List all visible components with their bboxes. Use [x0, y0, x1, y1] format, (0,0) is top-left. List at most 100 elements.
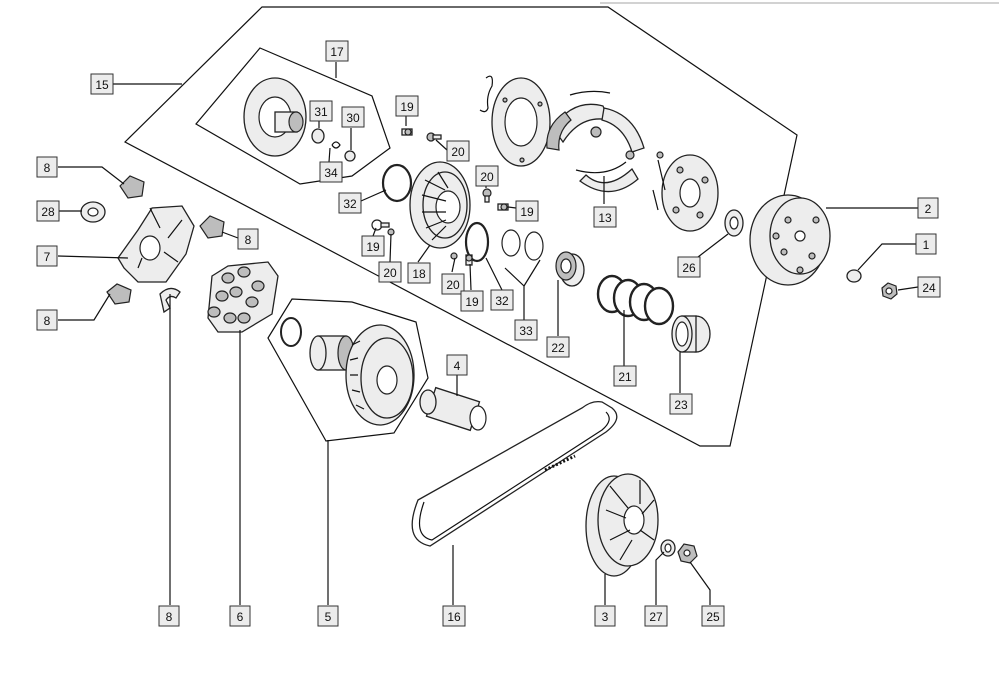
callout-box	[319, 161, 343, 183]
callout-l21: 21	[613, 365, 637, 387]
clutch-shoes	[546, 90, 645, 193]
callout-box	[460, 290, 484, 312]
callout-box	[701, 605, 725, 627]
clutch-bell	[749, 194, 831, 286]
callout-box	[317, 605, 339, 627]
callout-number: 28	[41, 205, 55, 219]
callout-box	[36, 200, 60, 222]
movable-pulley-5	[280, 317, 415, 426]
slider-8-mid	[199, 215, 225, 239]
callout-number: 27	[649, 610, 663, 624]
callout-number: 1	[923, 238, 930, 252]
roller-set-6	[207, 261, 279, 333]
callout-box	[594, 605, 616, 627]
callout-box	[378, 261, 402, 283]
callout-number: 5	[325, 610, 332, 624]
callout-box	[593, 206, 617, 228]
callout-l23: 23	[669, 393, 693, 415]
pin-19-middle	[465, 254, 473, 266]
callout-box	[613, 365, 637, 387]
callout-l8b: 8	[237, 228, 259, 250]
ramp-plate-7	[117, 205, 195, 283]
callout-number: 17	[330, 45, 344, 59]
callout-number: 20	[383, 266, 397, 280]
clutch-hub	[652, 151, 719, 232]
callout-box	[446, 354, 468, 376]
callout-l1: 1	[915, 233, 937, 255]
callout-box	[309, 100, 333, 122]
callout-box	[915, 233, 937, 255]
callout-l31: 31	[309, 100, 333, 122]
callout-l16: 16	[442, 605, 466, 627]
callout-box	[515, 200, 539, 222]
driven-pulley-18	[409, 161, 471, 249]
pin-19-right	[497, 203, 509, 211]
callout-number: 32	[495, 294, 509, 308]
callout-l7: 7	[36, 245, 58, 267]
callout-box	[446, 140, 470, 162]
callout-box	[395, 95, 419, 117]
callout-l19b: 19	[515, 200, 539, 222]
callout-number: 21	[618, 370, 632, 384]
callout-l20c: 20	[378, 261, 402, 283]
slider-8-bottom	[159, 287, 181, 314]
callout-number: 26	[682, 261, 696, 275]
callout-l19a: 19	[395, 95, 419, 117]
bolt-20-upper	[426, 132, 442, 142]
callout-l27: 27	[644, 605, 668, 627]
callout-number: 2	[925, 202, 932, 216]
drive-belt-16	[411, 400, 618, 547]
callout-box	[677, 256, 701, 278]
callout-number: 19	[520, 205, 534, 219]
callout-box	[644, 605, 668, 627]
callout-box	[36, 245, 58, 267]
callout-number: 3	[602, 610, 609, 624]
fan-pulley-3	[585, 473, 659, 577]
callout-box	[917, 197, 939, 219]
bolt-20-right	[482, 188, 492, 203]
callout-l32a: 32	[338, 192, 362, 214]
callout-box	[229, 605, 251, 627]
callout-number: 6	[237, 610, 244, 624]
callout-number: 8	[44, 161, 51, 175]
callout-number: 15	[95, 78, 109, 92]
callout-l5: 5	[317, 605, 339, 627]
callout-box	[442, 605, 466, 627]
callout-number: 16	[447, 610, 461, 624]
callout-l30: 30	[341, 106, 365, 128]
callout-box	[407, 262, 431, 284]
callout-number: 22	[551, 341, 565, 355]
o-rings-33	[501, 229, 544, 261]
clip-34	[331, 141, 341, 149]
callout-box	[158, 605, 180, 627]
bushing-31	[311, 128, 325, 144]
nut-24	[881, 282, 898, 300]
callout-l19d: 19	[460, 290, 484, 312]
callout-number: 19	[400, 100, 414, 114]
callout-box	[90, 73, 114, 95]
callout-number: 32	[343, 197, 357, 211]
o-ring-32-lower	[464, 221, 490, 263]
callout-l24: 24	[917, 276, 941, 298]
callout-l34: 34	[319, 161, 343, 183]
clutch-plate	[491, 77, 551, 167]
callout-l18: 18	[407, 262, 431, 284]
callout-number: 7	[44, 250, 51, 264]
callout-l15: 15	[90, 73, 114, 95]
callout-number: 23	[674, 398, 688, 412]
callout-number: 34	[324, 166, 338, 180]
callout-box	[441, 273, 465, 295]
sleeve-4	[419, 386, 487, 432]
callout-l20a: 20	[446, 140, 470, 162]
callout-l8d: 8	[158, 605, 180, 627]
callout-box	[546, 336, 570, 358]
callout-number: 33	[519, 324, 533, 338]
callout-number: 25	[706, 610, 720, 624]
callout-box	[36, 156, 58, 178]
callout-l8a: 8	[36, 156, 58, 178]
group-5-outline	[267, 298, 429, 442]
callout-l26: 26	[677, 256, 701, 278]
pin-19-left	[371, 219, 390, 231]
callout-box	[490, 289, 514, 311]
